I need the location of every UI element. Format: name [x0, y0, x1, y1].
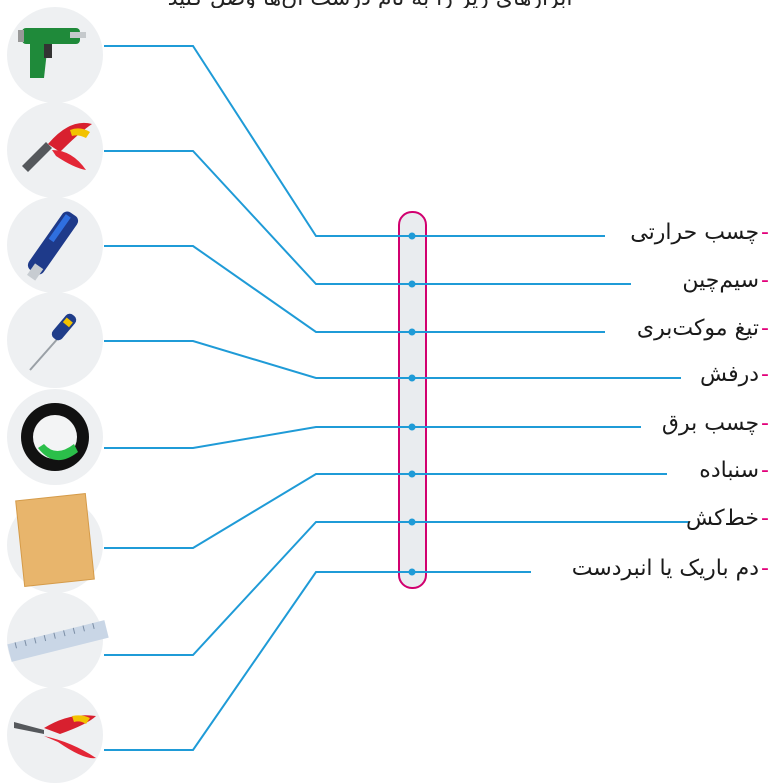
needle-nose-pliers-icon [14, 715, 96, 759]
connector-line [104, 45, 412, 237]
label-electrical-tape: -چسب برق [662, 411, 769, 437]
connector-line [104, 245, 412, 333]
label-wire-cutter: -سیم‌چین [682, 268, 769, 294]
bar-dot [408, 518, 416, 526]
bar-dot [408, 423, 416, 431]
dash: - [761, 556, 769, 581]
label-text: دم باریک یا انبردست [571, 556, 760, 581]
bar-dot [408, 568, 416, 576]
ruler-icon [7, 620, 109, 662]
connector-line [104, 571, 412, 751]
bar-dot [408, 280, 416, 288]
connector-line [104, 340, 412, 379]
label-needle-nose-pliers: -دم باریک یا انبردست [572, 556, 769, 582]
sandpaper-icon [15, 493, 95, 587]
dash: - [761, 316, 769, 341]
label-text: سیم‌چین [682, 268, 760, 293]
label-ruler: -خط‌کش [686, 506, 769, 532]
label-text: درفش [700, 362, 760, 387]
label-text: تیغ موکت‌بری [636, 316, 760, 341]
wire-cutter-icon [22, 122, 92, 172]
bar-dot [408, 232, 416, 240]
header-text: ابزارهای زیر را به نام درست آن‌ها وصل کن… [120, 0, 620, 8]
label-text: خط‌کش [686, 506, 760, 531]
label-glue-gun: -چسب حرارتی [630, 220, 769, 246]
label-utility-knife: -تیغ موکت‌بری [637, 316, 769, 342]
dash: - [761, 411, 769, 436]
label-text: چسب برق [661, 411, 760, 436]
awl-icon [29, 313, 77, 371]
connector-line [104, 150, 412, 285]
label-awl: -درفش [700, 362, 769, 388]
dash: - [761, 458, 769, 483]
tool-circle [7, 102, 103, 198]
connector-line [104, 521, 412, 656]
label-sandpaper: -سنباده [699, 458, 769, 484]
bar-dot [408, 470, 416, 478]
bar-dot [408, 374, 416, 382]
tool-circle [7, 7, 103, 103]
connector-line [104, 473, 412, 549]
tool-circle [7, 687, 103, 783]
dash: - [761, 362, 769, 387]
dash: - [761, 268, 769, 293]
utility-knife-icon [27, 211, 79, 281]
center-bar [398, 211, 427, 589]
glue-gun-icon [18, 28, 86, 78]
label-text: چسب حرارتی [630, 220, 760, 245]
electrical-tape-icon [21, 403, 89, 471]
dash: - [761, 506, 769, 531]
tool-circle [7, 292, 103, 388]
connector-line [104, 426, 412, 449]
dash: - [761, 220, 769, 245]
label-text: سنباده [699, 458, 760, 483]
bar-dot [408, 328, 416, 336]
